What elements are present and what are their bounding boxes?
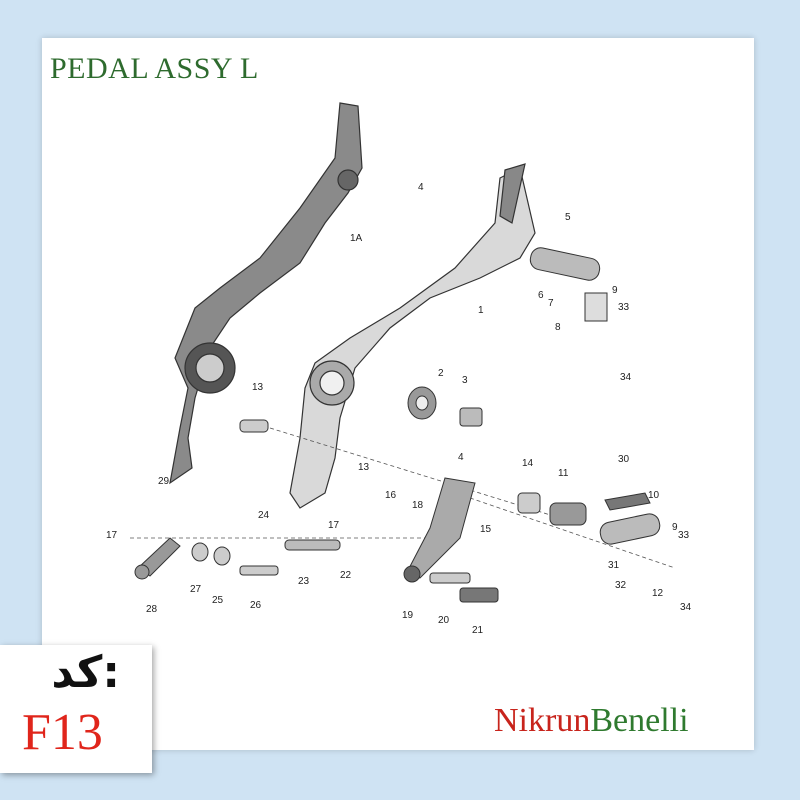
callout-9b: 9: [672, 522, 678, 533]
callout-29: 29: [158, 476, 170, 487]
spring-21: [459, 587, 499, 603]
callout-33: 33: [618, 302, 630, 313]
washer-2: [407, 386, 437, 420]
pin-23: [284, 539, 341, 551]
code-label: کد:: [51, 647, 120, 698]
bolt-20: [429, 572, 471, 584]
callout-18: 18: [412, 500, 424, 511]
diagram-title: PEDAL ASSY L: [50, 52, 259, 85]
callout-2: 2: [438, 368, 444, 379]
brake-lever-19: [403, 477, 476, 583]
callout-7: 7: [548, 298, 554, 309]
callout-13: 13: [252, 382, 264, 393]
washer-25: [213, 546, 231, 566]
callout-19: 19: [402, 610, 414, 621]
footpeg-10: [599, 513, 661, 545]
callout-14: 14: [522, 458, 534, 469]
callout-15: 15: [480, 524, 492, 535]
callout-16: 16: [385, 490, 397, 501]
callout-10: 10: [648, 490, 660, 501]
rubber-30: [604, 492, 651, 511]
callout-9: 9: [612, 285, 618, 296]
callout-4: 4: [418, 182, 424, 193]
callout-21: 21: [472, 625, 484, 636]
callout-1a: 1A: [350, 233, 363, 244]
pedal-assembly-diagram: 1A 1 2 3 4 4 5 6 7 8 9 33 34 13 13 14 11…: [106, 102, 692, 636]
callout-6: 6: [538, 290, 544, 301]
callout-24: 24: [258, 510, 270, 521]
callout-22: 22: [340, 570, 352, 581]
callout-1: 1: [478, 305, 484, 316]
callout-13b: 13: [358, 462, 370, 473]
brand-watermark: NikrunBenelli: [494, 702, 689, 740]
callout-25: 25: [212, 595, 224, 606]
brand-part1: Nikrun: [494, 702, 591, 739]
washer-27: [191, 542, 209, 562]
shaft-11: [549, 502, 587, 526]
callout-labels: 1A 1 2 3 4 4 5 6 7 8 9 33 34 13 13 14 11…: [106, 182, 692, 636]
callout-32: 32: [615, 580, 627, 591]
bolt-26: [239, 565, 279, 576]
shaft-14: [517, 492, 541, 514]
callout-17: 17: [106, 530, 118, 541]
bolt-13: [239, 419, 269, 433]
callout-31: 31: [608, 560, 620, 571]
callout-4b: 4: [458, 452, 464, 463]
callout-33b: 33: [678, 530, 690, 541]
callout-17b: 17: [328, 520, 340, 531]
brand-part2: Benelli: [590, 702, 689, 739]
callout-26: 26: [250, 600, 262, 611]
callout-34b: 34: [680, 602, 692, 613]
callout-11: 11: [558, 468, 569, 479]
callout-20: 20: [438, 615, 450, 626]
footpeg-5: [529, 247, 608, 322]
product-card: [42, 38, 754, 750]
callout-5: 5: [565, 212, 571, 223]
code-value: F13: [22, 704, 103, 761]
bracket-1: [289, 163, 536, 509]
callout-23: 23: [298, 576, 310, 587]
linkage-28: [134, 537, 181, 580]
callout-8: 8: [555, 322, 561, 333]
bolt-3: [459, 407, 483, 427]
callout-34: 34: [620, 372, 632, 383]
bracket-1a: [169, 102, 363, 485]
callout-27: 27: [190, 584, 202, 595]
part-code-box: کد: F13: [0, 645, 152, 773]
callout-30: 30: [618, 454, 630, 465]
callout-3: 3: [462, 375, 468, 386]
callout-28: 28: [146, 604, 158, 615]
callout-12: 12: [652, 588, 664, 599]
